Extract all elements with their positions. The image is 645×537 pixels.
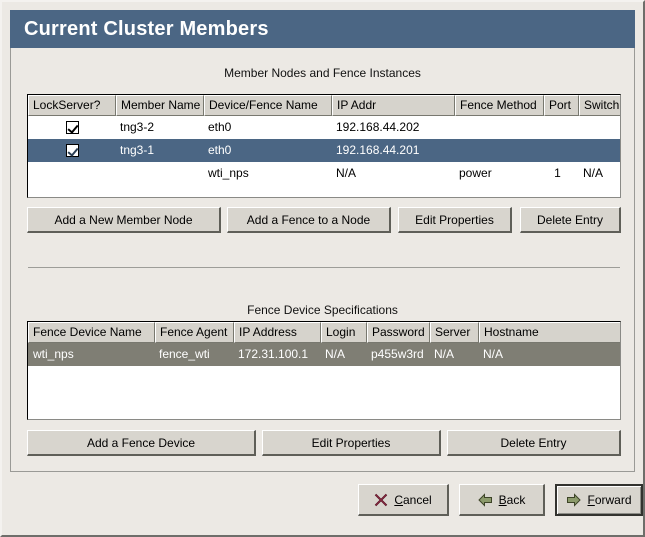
cell-switch [583, 139, 620, 162]
back-label-rest: ack [506, 492, 526, 507]
cell-login: N/A [325, 347, 346, 361]
cell-ip-addr: N/A [336, 166, 357, 180]
dialog-footer: Cancel Back Forward [10, 478, 643, 530]
add-fence-device-button[interactable]: Add a Fence Device [27, 430, 256, 456]
cancel-button-label: Cancel [394, 493, 431, 507]
fence-table-header-row: Fence Device Name Fence Agent IP Address… [28, 322, 620, 343]
add-new-member-node-button[interactable]: Add a New Member Node [27, 207, 221, 233]
column-header-device-fence[interactable]: Device/Fence Name [204, 95, 332, 116]
page-title: Current Cluster Members [24, 18, 269, 40]
back-button[interactable]: Back [459, 484, 545, 516]
cell-fence-method [459, 116, 544, 139]
cell-server: N/A [434, 347, 455, 361]
column-header-switch[interactable]: Switch [579, 95, 620, 116]
edit-properties-button-fence[interactable]: Edit Properties [262, 430, 441, 456]
cell-port [544, 116, 579, 139]
delete-entry-button-fence[interactable]: Delete Entry [447, 430, 621, 456]
arrow-left-icon [477, 492, 493, 507]
delete-entry-button-members[interactable]: Delete Entry [520, 207, 621, 233]
cross-icon [374, 493, 388, 507]
forward-button-label: Forward [587, 493, 631, 507]
cell-ip-address: 172.31.100.1 [238, 347, 309, 361]
cell-ip-addr: 192.168.44.202 [336, 120, 420, 134]
cell-device-fence: eth0 [208, 120, 232, 134]
lockserver-checkbox[interactable] [66, 121, 79, 134]
cell-switch: N/A [583, 166, 604, 180]
forward-label-rest: orward [594, 493, 632, 507]
table-row[interactable]: tng3-2 eth0 192.168.44.202 [28, 116, 620, 139]
column-header-hostname[interactable]: Hostname [479, 322, 620, 343]
cell-fence-method [459, 139, 544, 162]
cell-port: 1 [554, 166, 561, 180]
cell-port [544, 139, 579, 162]
dialog-content: Member Nodes and Fence Instances LockSer… [10, 48, 635, 472]
back-mnemonic: B [498, 492, 507, 507]
fence-device-caption: Fence Device Specifications [247, 303, 398, 317]
edit-properties-button-members[interactable]: Edit Properties [398, 207, 512, 233]
member-nodes-caption: Member Nodes and Fence Instances [224, 66, 421, 80]
cell-device-fence: eth0 [208, 143, 232, 157]
column-header-ip-address[interactable]: IP Address [234, 322, 321, 343]
column-header-fence-method[interactable]: Fence Method [455, 95, 544, 116]
table-row[interactable]: tng3-1 eth0 192.168.44.201 [28, 139, 620, 162]
column-header-password[interactable]: Password [367, 322, 430, 343]
cell-member-name [120, 162, 204, 185]
dialog-titlebar: Current Cluster Members [10, 10, 635, 48]
table-row[interactable]: wti_nps N/A power 1 N/A [28, 162, 620, 185]
column-header-fence-device-name[interactable]: Fence Device Name [28, 322, 155, 343]
cancel-label-rest: ancel [402, 492, 432, 507]
lockserver-checkbox[interactable] [66, 144, 79, 157]
column-header-server[interactable]: Server [430, 322, 479, 343]
arrow-right-icon [566, 493, 582, 507]
cancel-mnemonic: C [394, 492, 403, 507]
cell-member-name: tng3-2 [120, 120, 155, 134]
fence-device-table[interactable]: Fence Device Name Fence Agent IP Address… [27, 321, 621, 420]
cancel-button[interactable]: Cancel [358, 484, 449, 516]
cell-password: p455w3rd [371, 347, 424, 361]
cell-fence-agent: fence_wti [159, 347, 210, 361]
forward-mnemonic: F [587, 493, 595, 507]
column-header-lockserver[interactable]: LockServer? [28, 95, 116, 116]
table-row[interactable]: wti_nps fence_wti 172.31.100.1 N/A p455w… [28, 343, 620, 366]
add-fence-to-node-button[interactable]: Add a Fence to a Node [227, 207, 391, 233]
column-header-login[interactable]: Login [321, 322, 367, 343]
cell-member-name: tng3-1 [120, 143, 155, 157]
column-header-ip-addr[interactable]: IP Addr [332, 95, 455, 116]
cell-fence-method: power [459, 166, 492, 180]
cell-device-fence: wti_nps [208, 166, 249, 180]
section-divider [28, 267, 620, 268]
cell-ip-addr: 192.168.44.201 [336, 143, 420, 157]
cell-fence-device-name: wti_nps [33, 347, 74, 361]
member-table-header-row: LockServer? Member Name Device/Fence Nam… [28, 95, 620, 116]
forward-button[interactable]: Forward [555, 484, 643, 516]
back-button-label: Back [499, 493, 526, 507]
member-nodes-table[interactable]: LockServer? Member Name Device/Fence Nam… [27, 94, 621, 198]
cell-switch [583, 116, 620, 139]
column-header-fence-agent[interactable]: Fence Agent [155, 322, 234, 343]
cell-hostname: N/A [483, 347, 504, 361]
column-header-port[interactable]: Port [544, 95, 579, 116]
column-header-member-name[interactable]: Member Name [116, 95, 204, 116]
